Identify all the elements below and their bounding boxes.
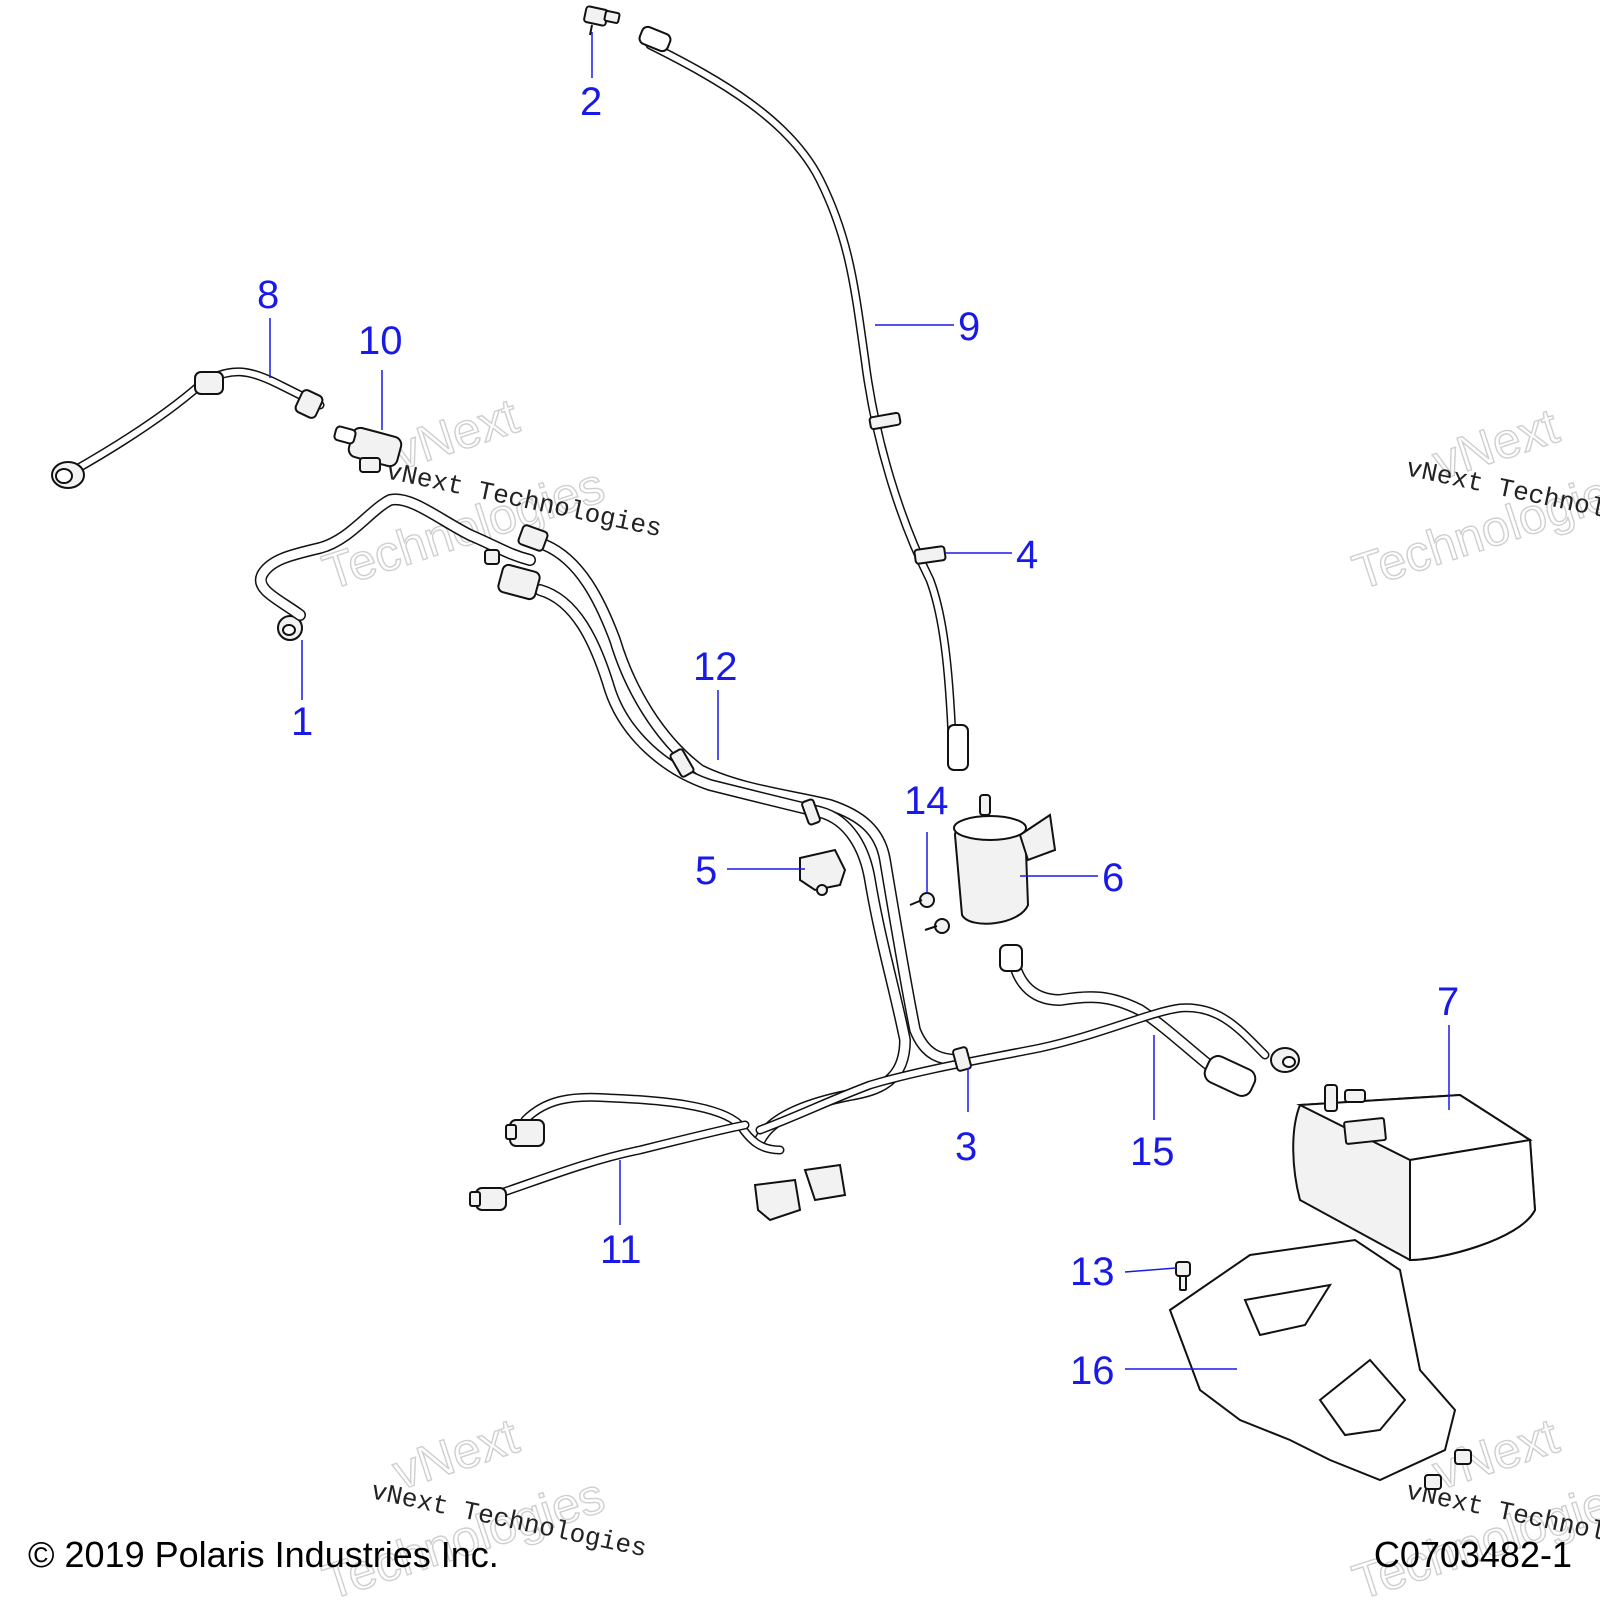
leader-13 bbox=[1124, 1267, 1177, 1273]
callout-5: 5 bbox=[695, 849, 717, 893]
callout-16: 16 bbox=[1070, 1349, 1115, 1393]
callout-2: 2 bbox=[580, 80, 602, 124]
part-8-hose-assembly bbox=[51, 367, 325, 489]
callout-14: 14 bbox=[904, 779, 949, 823]
callout-4: 4 bbox=[1016, 533, 1038, 577]
part-12-hose-bundle bbox=[254, 493, 966, 1146]
callout-1: 1 bbox=[291, 700, 313, 744]
callout-13: 13 bbox=[1070, 1250, 1115, 1294]
callout-3: 3 bbox=[955, 1125, 977, 1169]
callout-8: 8 bbox=[257, 273, 279, 317]
part-15-hose bbox=[999, 944, 1257, 1097]
part-16-bracket bbox=[1168, 1238, 1472, 1490]
part-14-fasteners bbox=[909, 892, 950, 934]
part-4-clamp bbox=[913, 545, 947, 565]
callout-9: 9 bbox=[958, 305, 980, 349]
part-5-clip bbox=[799, 848, 847, 896]
part-7-canister bbox=[1292, 1084, 1537, 1262]
callout-10: 10 bbox=[358, 319, 403, 363]
part-9-vent-hose bbox=[638, 25, 969, 771]
part-2-fitting bbox=[583, 5, 621, 36]
callout-7: 7 bbox=[1437, 980, 1459, 1024]
callout-numbers: 1 2 3 4 5 6 7 8 9 10 11 12 13 14 15 16 bbox=[257, 80, 1459, 1393]
part-10-valve bbox=[333, 425, 403, 473]
diagram-code: C0703482-1 bbox=[1373, 1534, 1572, 1575]
callout-6: 6 bbox=[1102, 856, 1124, 900]
part-3-lines bbox=[755, 1003, 1300, 1135]
callout-12: 12 bbox=[693, 645, 738, 689]
copyright-text: © 2019 Polaris Industries Inc. bbox=[28, 1534, 499, 1575]
part-13-bolt bbox=[1175, 1261, 1191, 1291]
part-11-hoses bbox=[469, 1092, 847, 1222]
part-6-filter bbox=[953, 794, 1057, 925]
callout-11: 11 bbox=[600, 1228, 642, 1272]
part-1-fitting bbox=[277, 615, 303, 641]
leader-lines bbox=[269, 32, 1450, 1370]
callout-15: 15 bbox=[1130, 1130, 1175, 1174]
